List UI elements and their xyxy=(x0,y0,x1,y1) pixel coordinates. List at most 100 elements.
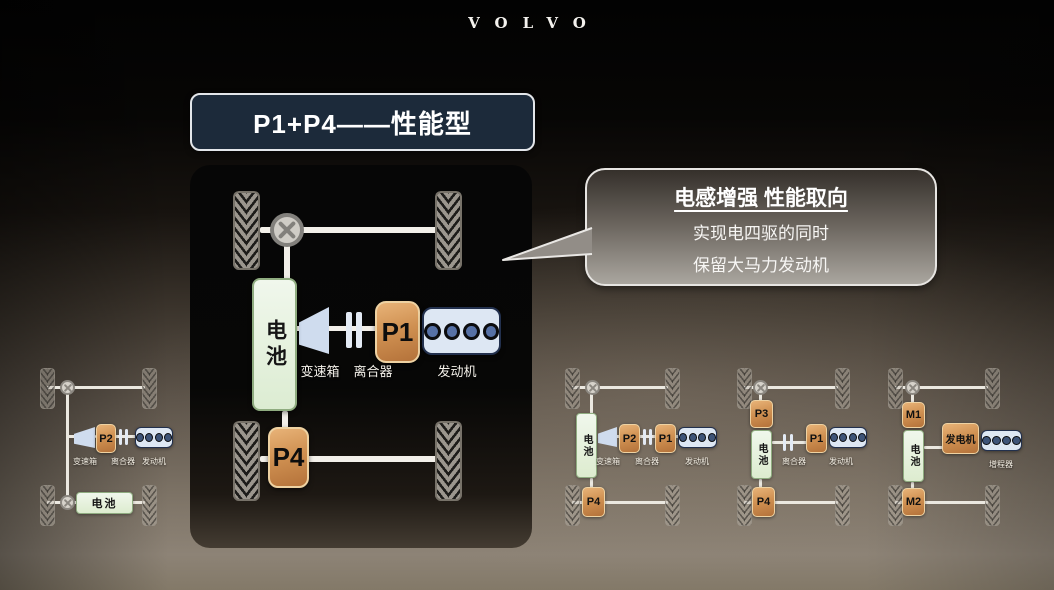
clutch-label: 离合器 xyxy=(353,364,393,379)
m1-motor-box: M1 xyxy=(902,402,925,428)
engine-cylinder-icon xyxy=(982,436,991,445)
p4-motor-box: P4 xyxy=(268,427,309,488)
engine-label: 发动机 xyxy=(142,457,166,466)
engine-cylinder-icon xyxy=(848,433,857,442)
battery-label: 电池 xyxy=(263,318,287,371)
p4-motor-box: P4 xyxy=(752,487,775,517)
engine-label: 发动机 xyxy=(829,457,853,466)
generator-label: 发电机 xyxy=(945,435,976,446)
engine-icon xyxy=(829,427,867,448)
battery-label: 电池 xyxy=(908,444,919,468)
front-right-tire-icon xyxy=(985,368,1000,409)
p4-motor-label: P4 xyxy=(586,496,601,508)
page-title-text: P1+P4——性能型 xyxy=(253,108,472,139)
rear-right-tire-icon xyxy=(435,421,462,501)
transmission-label: 变速箱 xyxy=(300,364,340,379)
thumbnail-p2-p1-p4-diagram: 电池 P2 P1 变速箱 离合器 发动机 P4 xyxy=(560,366,720,532)
front-differential-icon xyxy=(270,213,304,247)
engine-cylinder-icon xyxy=(164,433,172,442)
front-right-tire-icon xyxy=(435,191,462,270)
m2-motor-label: M2 xyxy=(905,496,922,508)
engine-cylinder-icon xyxy=(679,433,688,442)
front-right-tire-icon xyxy=(665,368,680,409)
rear-left-tire-icon xyxy=(888,485,903,526)
thumbnail-p3-p1-p4-diagram: P3 电池 P1 离合器 发动机 P4 xyxy=(730,366,880,532)
battery-to-p4-shaft xyxy=(759,479,762,489)
engine-cylinder-icon xyxy=(154,433,163,442)
callout-line-1: 实现电四驱的同时 xyxy=(693,224,829,243)
battery-to-m2-shaft xyxy=(911,482,914,490)
rear-right-tire-icon xyxy=(142,485,157,526)
battery-to-p4-shaft xyxy=(282,411,288,431)
rear-axle-shaft xyxy=(895,501,988,504)
battery-label: 电池 xyxy=(756,442,767,467)
range-extender-label: 增程器 xyxy=(989,460,1013,469)
transmission-icon xyxy=(74,427,95,448)
front-axle-shaft xyxy=(572,386,668,389)
m2-motor-box: M2 xyxy=(902,488,925,516)
branch-shaft xyxy=(924,446,948,449)
clutch-plate-icon xyxy=(346,312,352,348)
front-left-tire-icon xyxy=(737,368,752,409)
front-differential-icon xyxy=(753,380,768,395)
clutch-plate-icon xyxy=(649,429,652,445)
thumbnail-range-extender-diagram: M1 电池 发电机 增程器 M2 xyxy=(885,366,1040,532)
rear-left-tire-icon xyxy=(737,485,752,526)
p3-motor-label: P3 xyxy=(754,408,769,420)
clutch-label: 离合器 xyxy=(111,457,135,466)
battery-label: 电池 xyxy=(581,433,592,458)
rear-left-tire-icon xyxy=(233,421,260,501)
engine-label: 发动机 xyxy=(437,364,477,379)
p1-motor-box: P1 xyxy=(375,301,420,363)
battery-box: 电池 xyxy=(576,413,597,478)
front-left-tire-icon xyxy=(888,368,903,409)
callout-pointer-icon xyxy=(502,227,593,261)
branch-shaft xyxy=(68,435,78,438)
engine-icon xyxy=(135,427,173,448)
clutch-plate-icon xyxy=(119,429,122,445)
p2-motor-box: P2 xyxy=(96,424,116,453)
front-right-tire-icon xyxy=(835,368,850,409)
rear-axle-shaft xyxy=(260,456,438,462)
thumbnail-p2-diagram: P2 变速箱 离合器 发动机 电池 xyxy=(35,366,175,532)
engine-cylinder-icon xyxy=(707,433,716,442)
driveline-shaft xyxy=(294,326,379,331)
p3-motor-box: P3 xyxy=(750,400,773,428)
front-left-tire-icon xyxy=(233,191,260,270)
p4-motor-box: P4 xyxy=(582,487,605,517)
p1-motor-box: P1 xyxy=(806,424,827,453)
p4-motor-label: P4 xyxy=(756,496,771,508)
engine-cylinder-icon xyxy=(858,433,866,442)
front-axle-shaft xyxy=(47,386,145,389)
front-differential-icon xyxy=(585,380,600,395)
front-right-tire-icon xyxy=(142,368,157,409)
front-axle-shaft xyxy=(895,386,988,389)
p1-motor-label: P1 xyxy=(381,316,414,347)
engine-cylinder-icon xyxy=(145,433,154,442)
transmission-icon xyxy=(299,307,329,354)
battery-to-front-axle-shaft xyxy=(590,393,593,415)
battery-to-front-axle-shaft xyxy=(284,245,290,281)
engine-cylinder-icon xyxy=(1012,436,1021,445)
page-title: P1+P4——性能型 xyxy=(190,93,535,151)
callout-line-2: 保留大马力发动机 xyxy=(693,256,829,275)
m1-motor-label: M1 xyxy=(905,409,922,421)
engine-cylinder-icon xyxy=(1002,436,1011,445)
rear-left-tire-icon xyxy=(565,485,580,526)
p1-motor-label: P1 xyxy=(809,432,824,445)
p1-motor-label: P1 xyxy=(658,432,673,445)
rear-left-tire-icon xyxy=(40,485,55,526)
front-differential-icon xyxy=(60,380,75,395)
callout-heading: 电感增强 性能取向 xyxy=(674,187,848,210)
rear-right-tire-icon xyxy=(835,485,850,526)
clutch-label: 离合器 xyxy=(782,457,806,466)
main-powertrain-diagram: 电池 P1 变速箱 离合器 发动机 P4 xyxy=(190,165,532,548)
engine-cylinder-icon xyxy=(482,322,499,340)
driveline-shaft xyxy=(95,435,137,438)
engine-cylinder-icon xyxy=(443,322,460,340)
battery-box: 电池 xyxy=(751,430,772,479)
transmission-icon xyxy=(598,427,617,447)
clutch-plate-icon xyxy=(783,434,786,451)
engine-label: 发动机 xyxy=(685,457,709,466)
